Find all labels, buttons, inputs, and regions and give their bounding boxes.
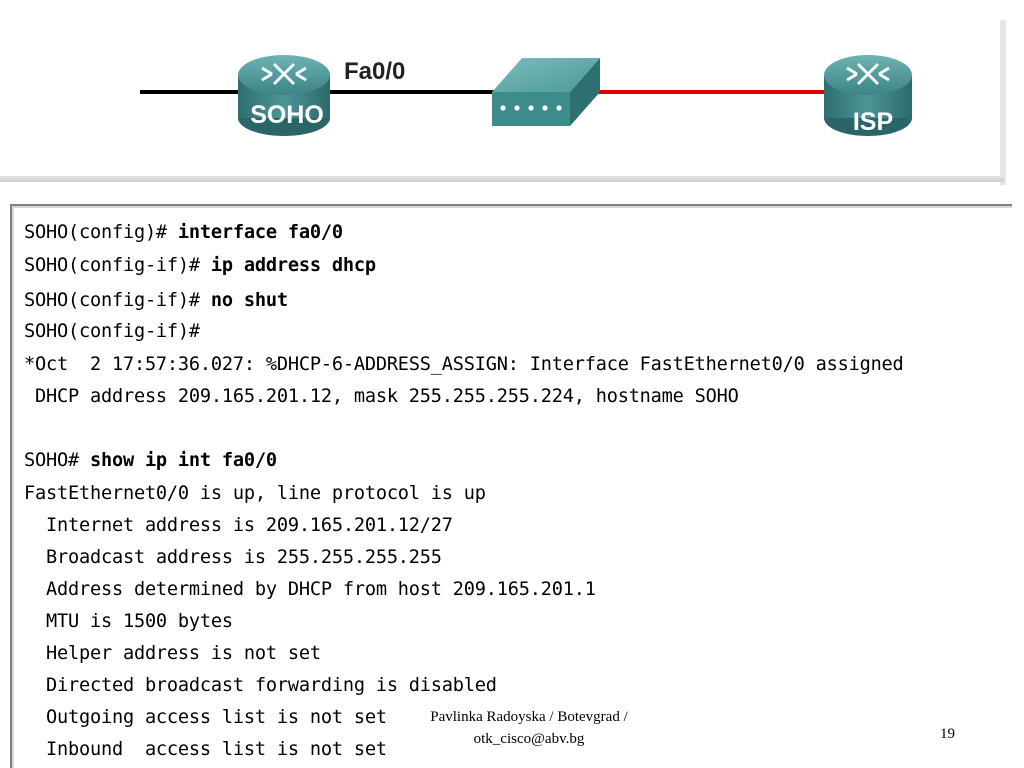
terminal-line: SOHO(config)# interface fa0/0: [24, 218, 343, 248]
line-prompt: SOHO(config-if)#: [24, 290, 211, 311]
line-prompt: FastEthernet0/0 is up, line protocol is …: [24, 483, 486, 504]
interface-label: Fa0/0: [344, 58, 405, 85]
line-prompt: Broadcast address is 255.255.255.255: [24, 547, 442, 568]
terminal-line: SOHO(config-if)#: [24, 317, 200, 347]
switch-icon: [492, 58, 600, 126]
footer-credit-line1: Pavlinka Radoyska / Botevgrad /: [430, 709, 628, 725]
line-prompt: MTU is 1500 bytes: [24, 611, 233, 632]
isp-router-icon: ISP: [824, 55, 912, 136]
line-prompt: SOHO(config-if)#: [24, 321, 200, 342]
terminal-line: SOHO# show ip int fa0/0: [24, 446, 277, 476]
line-prompt: Address determined by DHCP from host 209…: [24, 579, 596, 600]
topology-divider: [0, 176, 1004, 182]
network-topology: SOHO Fa0/0 ISP: [0, 0, 1024, 185]
line-command: interface fa0/0: [177, 222, 343, 243]
topology-shadow-right: [1000, 20, 1006, 185]
terminal-line: DHCP address 209.165.201.12, mask 255.25…: [24, 382, 739, 412]
line-command: ip address dhcp: [210, 255, 376, 276]
line-prompt: SOHO(config-if)#: [24, 255, 211, 276]
terminal-output: SOHO(config)# interface fa0/0 SOHO(confi…: [10, 204, 1012, 768]
line-prompt: Directed broadcast forwarding is disable…: [24, 675, 497, 696]
terminal-line: Address determined by DHCP from host 209…: [24, 575, 596, 605]
line-prompt: Outgoing access list is not set: [24, 707, 387, 728]
terminal-line: Directed broadcast forwarding is disable…: [24, 671, 497, 701]
isp-label: ISP: [853, 108, 893, 136]
terminal-line: *Oct 2 17:57:36.027: %DHCP-6-ADDRESS_ASS…: [24, 350, 904, 380]
line-prompt: *Oct 2 17:57:36.027: %DHCP-6-ADDRESS_ASS…: [24, 354, 904, 375]
terminal-line: Outgoing access list is not set: [24, 703, 387, 733]
terminal-line: SOHO(config-if)# no shut: [24, 286, 288, 316]
page-number: 19: [940, 726, 955, 742]
line-prompt: SOHO#: [24, 450, 90, 471]
terminal-line: SOHO(config-if)# ip address dhcp: [24, 251, 376, 281]
footer-credit-line2: otk_cisco@abv.bg: [473, 731, 585, 747]
terminal-line: Inbound access list is not set: [24, 735, 387, 765]
line-prompt: DHCP address 209.165.201.12, mask 255.25…: [24, 386, 739, 407]
line-command: show ip int fa0/0: [89, 450, 277, 471]
terminal-line: Helper address is not set: [24, 639, 321, 669]
line-prompt: Inbound access list is not set: [24, 739, 387, 760]
terminal-line: Broadcast address is 255.255.255.255: [24, 543, 442, 573]
soho-router-icon: SOHO: [238, 55, 330, 136]
soho-label: SOHO: [250, 101, 324, 129]
terminal-line: MTU is 1500 bytes: [24, 607, 233, 637]
footer-credit: Pavlinka Radoyska / Botevgrad / otk_cisc…: [404, 706, 654, 750]
terminal-line: Internet address is 209.165.201.12/27: [24, 511, 453, 541]
line-prompt: Internet address is 209.165.201.12/27: [24, 515, 453, 536]
terminal-line: FastEthernet0/0 is up, line protocol is …: [24, 479, 486, 509]
topology-diagram: SOHO Fa0/0 ISP: [140, 55, 912, 136]
line-prompt: Helper address is not set: [24, 643, 321, 664]
line-prompt: SOHO(config)#: [24, 222, 178, 243]
line-command: no shut: [210, 290, 288, 311]
